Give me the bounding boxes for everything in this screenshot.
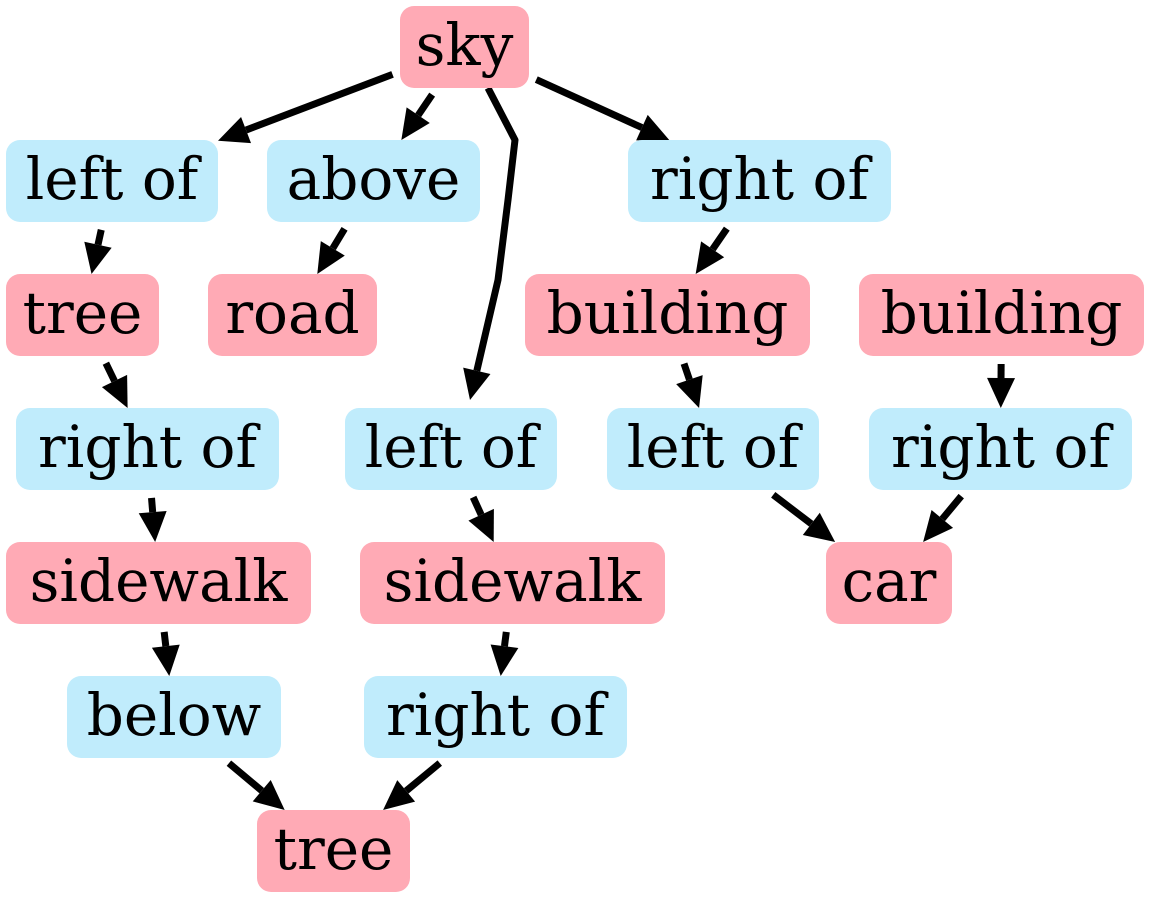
edge-above-to-road: [329, 227, 348, 251]
edge-arrowhead: [987, 377, 1016, 408]
edge-left_of_3-to-car: [771, 492, 814, 527]
edge-sky-to-above: [415, 92, 436, 118]
node-building-1: building: [525, 274, 810, 356]
node-below: below: [67, 676, 281, 758]
node-right-of-3: right of: [869, 408, 1132, 490]
node-tree-2: tree: [257, 810, 410, 892]
node-left-of-1: left of: [6, 140, 218, 222]
edge-left_of_2-to-sidewalk_2: [469, 495, 485, 517]
edge-arrowhead: [401, 107, 430, 140]
edge-sky-to-left_of_1: [244, 71, 394, 134]
edge-arrowhead: [468, 508, 494, 542]
edge-arrowhead: [218, 116, 252, 144]
edge-arrowhead: [84, 241, 112, 274]
node-sidewalk-2: sidewalk: [360, 542, 665, 624]
node-road: road: [208, 274, 377, 356]
edge-arrowhead: [923, 509, 954, 542]
edge-arrowhead: [101, 374, 128, 408]
edge-arrowhead: [383, 780, 416, 810]
edge-right_of_1-to-building_1: [709, 226, 730, 252]
node-tree-1: tree: [6, 274, 159, 356]
edge-arrowhead: [676, 375, 703, 408]
edge-arrowhead: [317, 241, 345, 274]
edge-sky-to-right_of_1: [534, 76, 644, 131]
edge-arrowhead: [138, 510, 167, 542]
edge-below-to-tree_2: [226, 760, 264, 794]
edge-sidewalk_2-to-right_of_4: [501, 631, 510, 647]
edge-tree_1-to-right_of_2: [102, 361, 118, 383]
node-right-of-4: right of: [364, 676, 627, 758]
edge-sky-to-left_of_2: [473, 86, 519, 372]
edge-right_of_2-to-sidewalk_1: [148, 497, 157, 513]
edge-right_of_4-to-tree_2: [403, 760, 442, 794]
edge-arrowhead: [802, 512, 836, 542]
edge-arrowhead: [151, 644, 180, 676]
node-above: above: [267, 140, 480, 222]
edge-sidewalk_1-to-below: [160, 631, 170, 647]
edge-left_of_1-to-tree_1: [94, 229, 105, 246]
edge-building_1-to-left_of_3: [680, 362, 693, 381]
node-sidewalk-1: sidewalk: [6, 542, 311, 624]
node-left-of-3: left of: [607, 408, 819, 490]
node-car: car: [826, 542, 952, 624]
edge-arrowhead: [463, 367, 491, 400]
node-right-of-2: right of: [16, 408, 279, 490]
node-building-2: building: [859, 274, 1144, 356]
node-left-of-2: left of: [345, 408, 557, 490]
edge-arrowhead: [490, 644, 519, 676]
node-right-of-1: right of: [628, 140, 891, 222]
node-sky: sky: [400, 6, 529, 88]
edge-arrowhead: [695, 241, 725, 274]
edge-arrowhead: [252, 779, 285, 810]
edge-arrowhead: [636, 114, 670, 141]
edge-right_of_3-to-car: [939, 493, 964, 522]
